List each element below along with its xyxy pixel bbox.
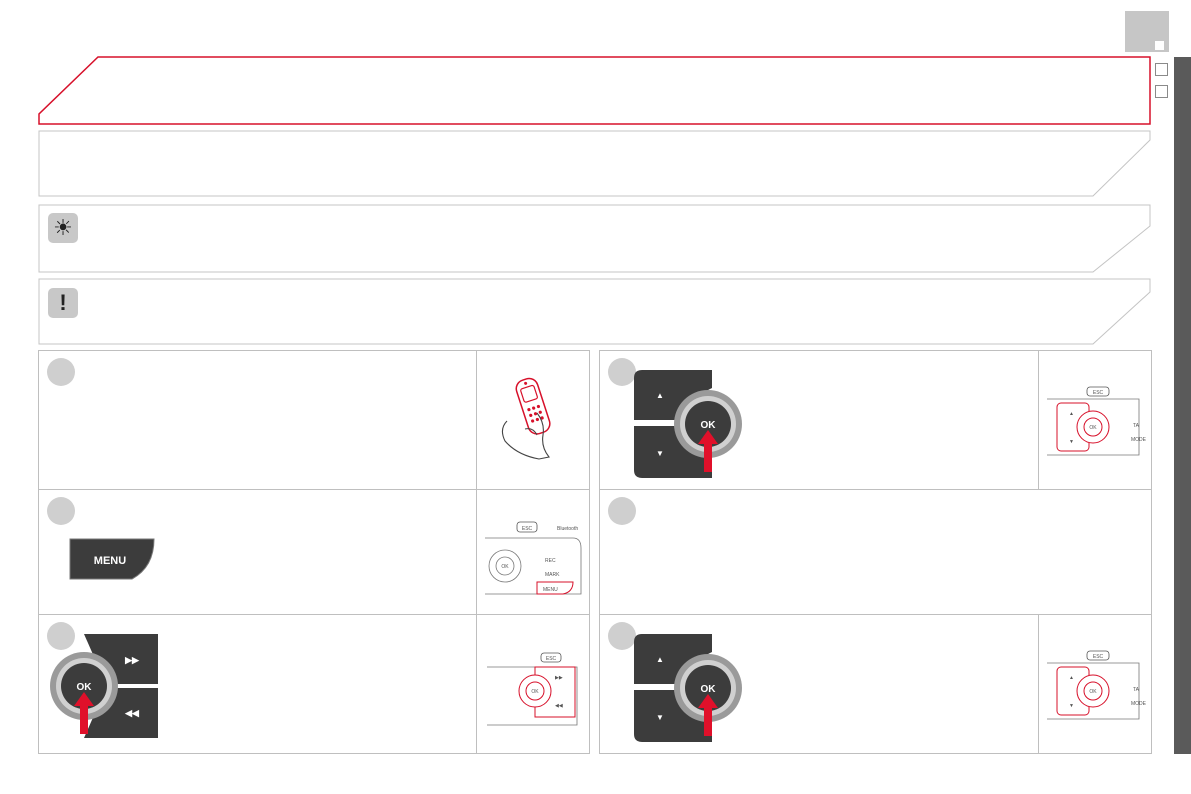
svg-text:▼: ▼ bbox=[1069, 439, 1074, 445]
svg-text:MENU: MENU bbox=[94, 555, 126, 567]
side-checkbox-2 bbox=[1155, 85, 1168, 98]
svg-text:OK: OK bbox=[1089, 425, 1097, 431]
panel-thumb-scroll-1: ESC OK ▲ ▼ TA MODE bbox=[1038, 351, 1151, 489]
svg-text:OK: OK bbox=[701, 684, 717, 695]
svg-text:OK: OK bbox=[1089, 689, 1097, 695]
phone-in-hand-icon bbox=[501, 377, 551, 460]
intro-box bbox=[38, 130, 1152, 198]
step-number-2 bbox=[47, 497, 75, 525]
svg-text:▼: ▼ bbox=[1069, 703, 1074, 709]
panel-thumb-seek: ESC OK ▶▶ ◀◀ bbox=[476, 615, 589, 753]
svg-text:ESC: ESC bbox=[546, 656, 557, 662]
step-number-3 bbox=[47, 622, 75, 650]
step-panel-5 bbox=[599, 489, 1152, 615]
chapter-side-bar bbox=[1174, 57, 1191, 754]
panel-thumb-scroll-2: ESC OK ▲ ▼ TA MODE bbox=[1038, 615, 1151, 753]
svg-text:OK: OK bbox=[501, 564, 509, 570]
panel-thumb-menu: ESC Bluetooth OK REC MARK MENU bbox=[476, 490, 589, 614]
svg-text:◀◀: ◀◀ bbox=[555, 703, 563, 709]
svg-text:MARK: MARK bbox=[545, 572, 560, 578]
sun-icon: ☀ bbox=[48, 213, 78, 243]
exclamation-icon: ! bbox=[48, 288, 78, 318]
svg-text:REC: REC bbox=[545, 558, 556, 564]
svg-text:MODE: MODE bbox=[1131, 701, 1147, 707]
svg-text:OK: OK bbox=[531, 689, 539, 695]
svg-text:ESC: ESC bbox=[522, 526, 533, 532]
svg-text:▲: ▲ bbox=[656, 391, 664, 400]
svg-text:▼: ▼ bbox=[656, 449, 664, 458]
svg-text:ESC: ESC bbox=[1093, 390, 1104, 396]
svg-text:▲: ▲ bbox=[1069, 675, 1074, 681]
svg-text:MENU: MENU bbox=[543, 587, 558, 593]
step-number-5 bbox=[608, 497, 636, 525]
ok-seek-control[interactable]: ▶▶ ◀◀ OK bbox=[46, 632, 162, 742]
phone-thumb bbox=[476, 351, 589, 489]
side-checkbox-1 bbox=[1155, 63, 1168, 76]
svg-text:◀◀: ◀◀ bbox=[124, 708, 140, 718]
svg-text:ESC: ESC bbox=[1093, 654, 1104, 660]
title-band bbox=[38, 56, 1152, 126]
svg-text:▼: ▼ bbox=[656, 713, 664, 722]
step-number-4 bbox=[608, 358, 636, 386]
svg-text:▲: ▲ bbox=[1069, 411, 1074, 417]
step-number-6 bbox=[608, 622, 636, 650]
tip-box bbox=[38, 204, 1152, 274]
step-number-1 bbox=[47, 358, 75, 386]
svg-text:Bluetooth: Bluetooth bbox=[557, 526, 578, 532]
svg-text:▶▶: ▶▶ bbox=[555, 675, 563, 681]
svg-text:OK: OK bbox=[701, 420, 717, 431]
warning-box bbox=[38, 278, 1152, 346]
ok-scroll-control-1[interactable]: ▲ ▼ OK bbox=[630, 368, 748, 480]
svg-text:OK: OK bbox=[77, 682, 93, 693]
svg-text:▶▶: ▶▶ bbox=[124, 655, 140, 665]
ok-scroll-control-2[interactable]: ▲ ▼ OK bbox=[630, 632, 748, 744]
svg-text:▲: ▲ bbox=[656, 655, 664, 664]
menu-button[interactable]: MENU bbox=[68, 537, 158, 581]
svg-text:TA: TA bbox=[1133, 687, 1140, 693]
svg-text:MODE: MODE bbox=[1131, 437, 1147, 443]
page-tab-marker bbox=[1155, 41, 1164, 50]
svg-text:TA: TA bbox=[1133, 423, 1140, 429]
